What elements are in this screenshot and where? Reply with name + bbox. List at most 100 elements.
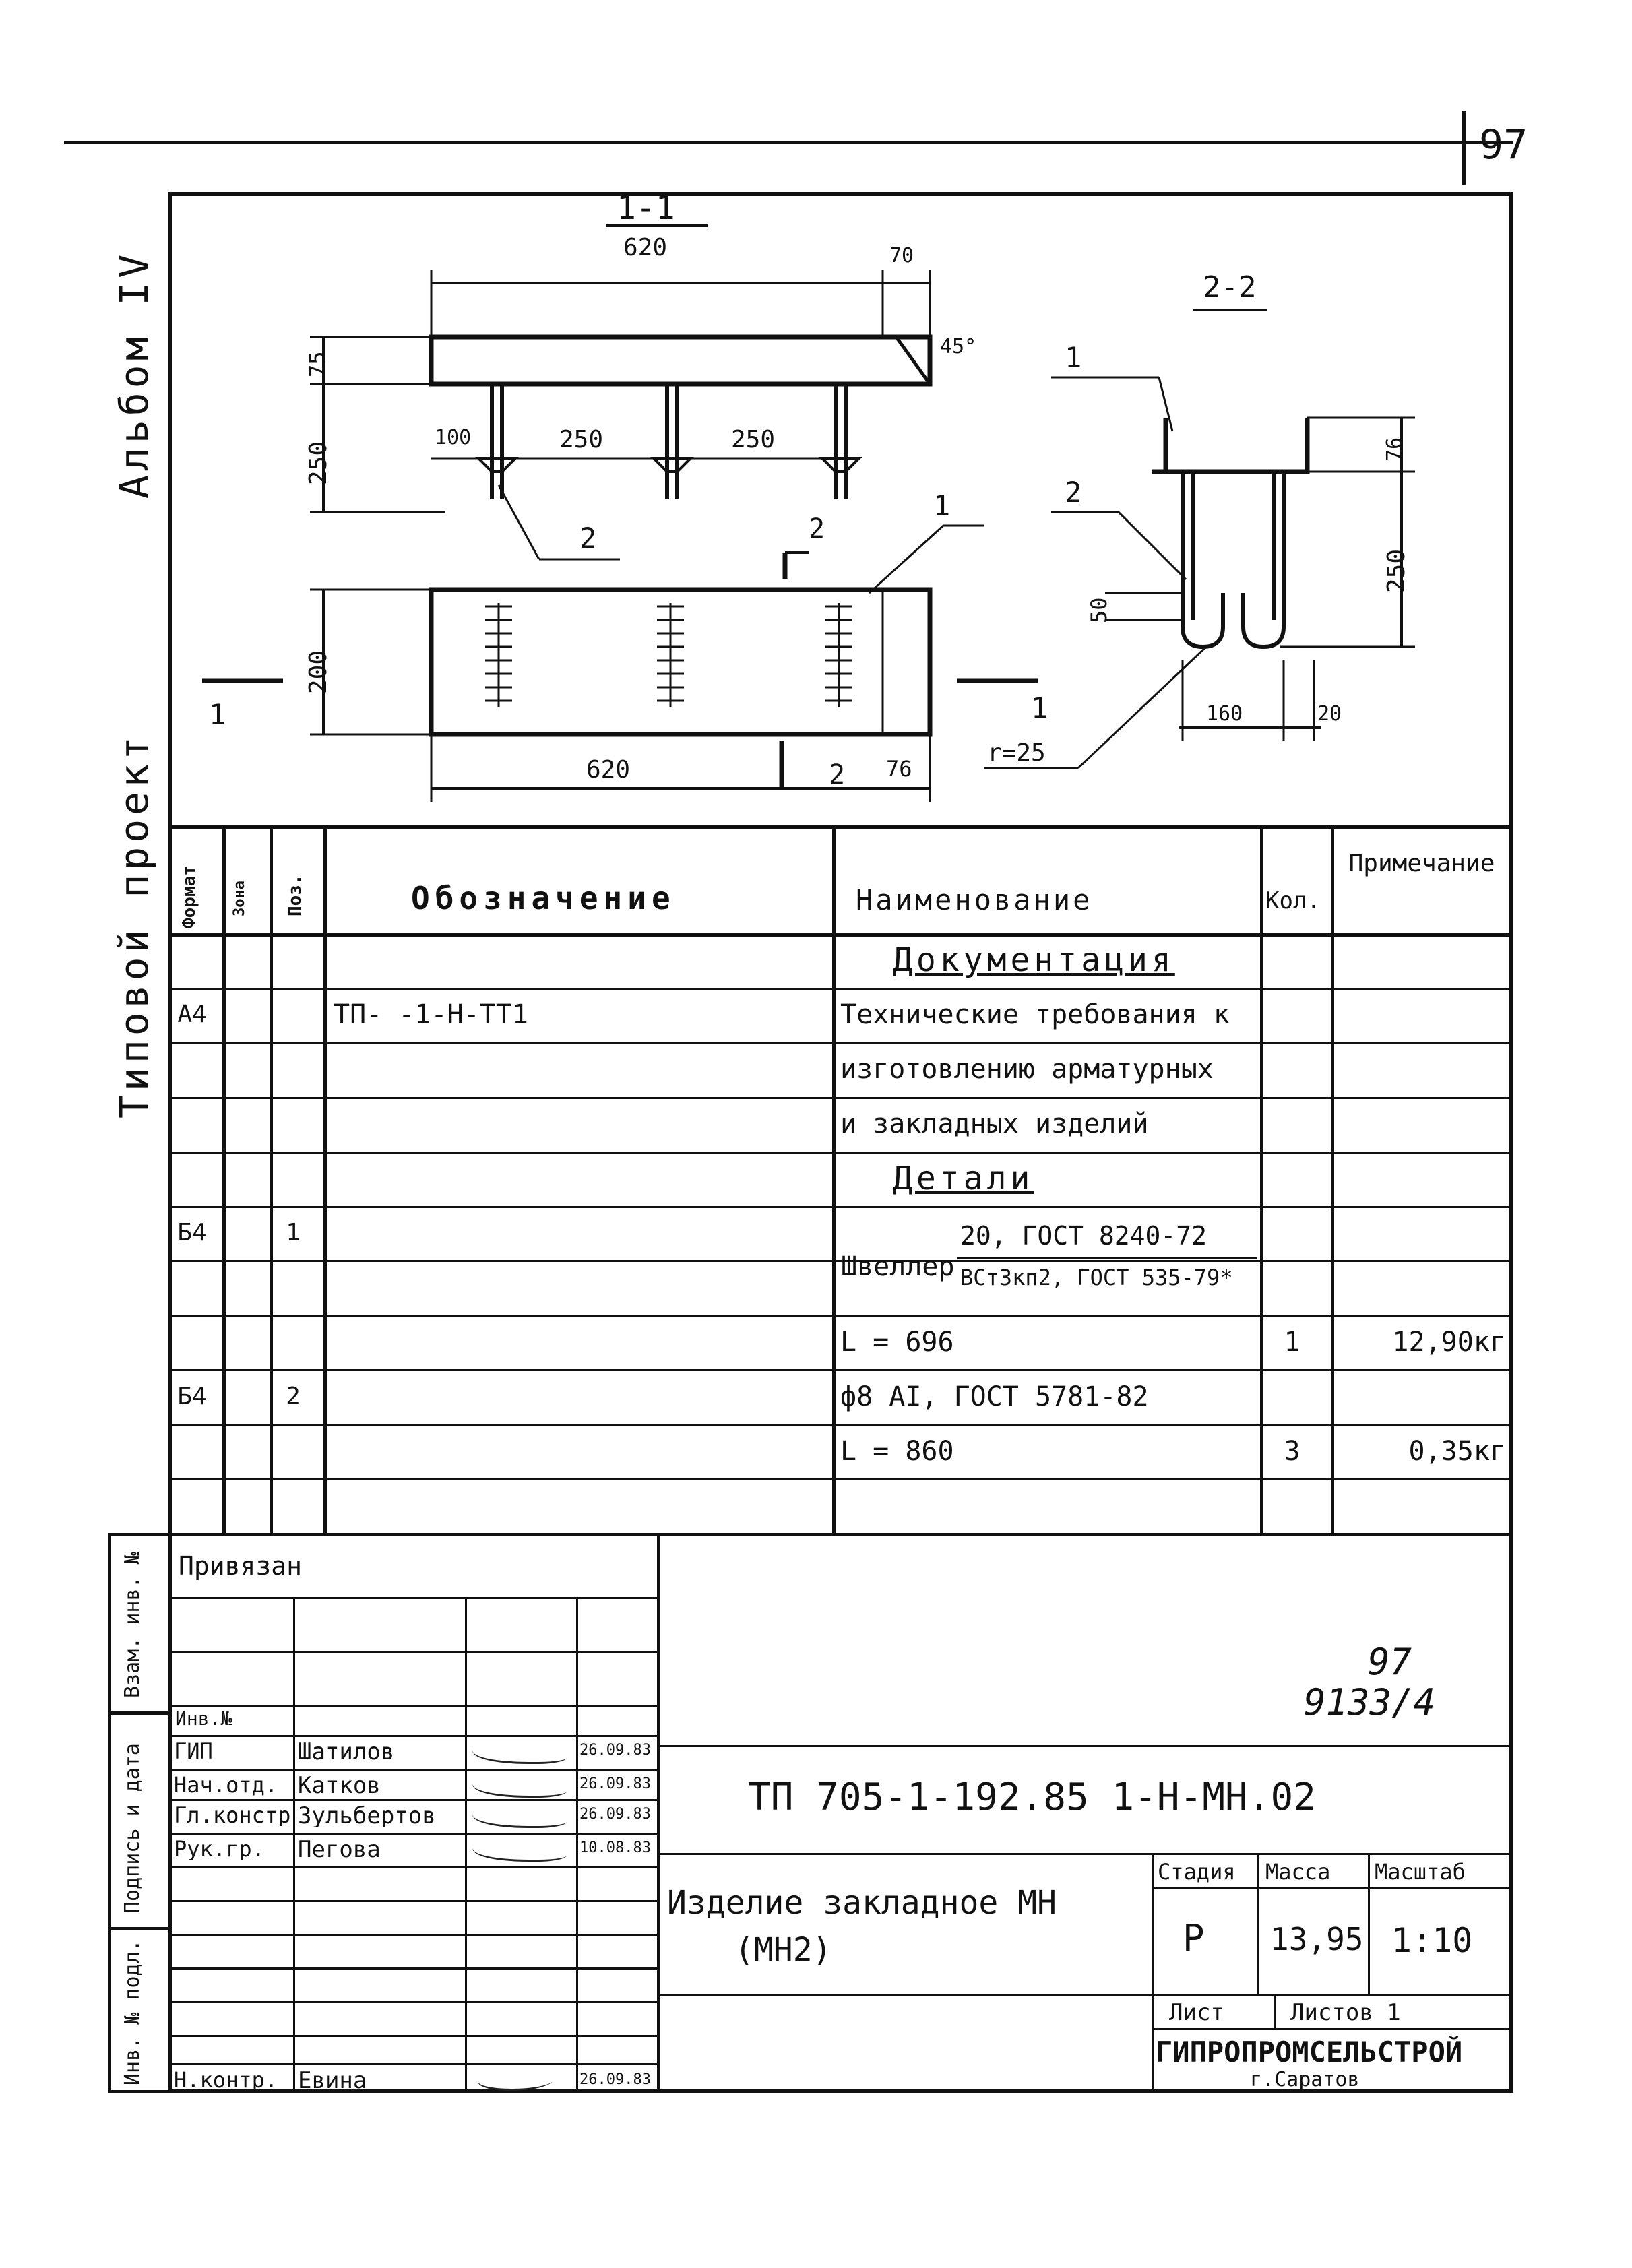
spec-row-line (168, 1369, 1513, 1371)
col-line-qty (1331, 825, 1334, 1533)
title-block-row-line (168, 1769, 657, 1771)
stage-header-line (1152, 1887, 1513, 1889)
dim-76-section: 76 (1383, 437, 1406, 462)
stage-col (1152, 1853, 1154, 2093)
position-2-label: 2 (579, 522, 597, 555)
mass-col (1257, 1853, 1259, 1994)
spec-cell-name: L = 696 (840, 1327, 954, 1358)
dim-620-bottom: 620 (586, 756, 631, 784)
spec-row-line (168, 1424, 1513, 1426)
staff-name: Пегова (298, 1838, 381, 1861)
position-1-label: 1 (933, 489, 951, 522)
tb-right-line (657, 1853, 1513, 1855)
dim-100: 100 (435, 426, 472, 449)
tb-col-a (293, 1597, 295, 2093)
spec-cell-name: ф8 АI, ГОСТ 5781-82 (840, 1381, 1149, 1412)
title-block-top (168, 1533, 1513, 1536)
spec-cell-note: 0,35кг (1408, 1436, 1507, 1467)
header-zone: Зона (231, 881, 248, 916)
spec-cell-name: L = 860 (840, 1436, 954, 1467)
spec-row-line (168, 1315, 1513, 1317)
spec-row-line (168, 988, 1513, 990)
shveller-fraction-bar (957, 1257, 1257, 1259)
shveller-steel: ВСт3кп2, ГОСТ 535-79* (960, 1265, 1233, 1290)
title-block-row-line (168, 1705, 657, 1707)
spec-cell-name: Технические требования к (840, 999, 1230, 1030)
spec-cell-format: Б4 (177, 1219, 207, 1247)
tb-col-b (465, 1597, 467, 2093)
staff-role: Рук.гр. (174, 1838, 265, 1860)
mass-label: Масса (1265, 1859, 1331, 1885)
anchor-bars (490, 384, 848, 499)
header-note: Примечание (1348, 850, 1495, 877)
shveller-profile: 20, ГОСТ 8240-72 (960, 1221, 1207, 1251)
spec-cell-name: Документация (893, 941, 1175, 979)
cut-1-left: 1 (209, 698, 226, 731)
title-block-row-line (168, 1900, 657, 1902)
staff-role: ГИП (174, 1740, 213, 1762)
staff-role: Нач.отд. (174, 1774, 278, 1796)
spec-row-line (168, 1042, 1513, 1044)
col-line-zone (270, 825, 273, 1533)
dim-250-a: 250 (559, 426, 604, 453)
col-line-designation (832, 825, 836, 1533)
sheet-number: 97 (1479, 121, 1528, 168)
angle-45: 45° (940, 335, 977, 358)
staff-date: 10.08.83 (579, 1841, 651, 1856)
position-1-section: 1 (1065, 341, 1082, 374)
top-rule (64, 141, 1513, 144)
dim-50: 50 (1086, 597, 1112, 623)
dim-76: 76 (886, 756, 912, 782)
scale-col (1368, 1853, 1370, 1994)
sheet-number-box (1462, 111, 1466, 185)
spec-row-line (168, 1152, 1513, 1154)
cut-1-right: 1 (1031, 691, 1048, 724)
radius-label: r=25 (987, 739, 1046, 767)
staff-name: Зульбертов (298, 1804, 436, 1827)
col-line-format (222, 825, 226, 1533)
spec-header-bottom (168, 933, 1513, 937)
position-2-section: 2 (1065, 476, 1082, 509)
side-label-podpis: Подпись и дата (121, 1743, 144, 1914)
anchor-loop (1181, 472, 1286, 650)
spec-cell-name: и закладных изделий (840, 1108, 1149, 1139)
staff-role: Гл.констр. (174, 1804, 292, 1826)
side-label-inv-podl: Инв. № подл. (121, 1939, 144, 2085)
scale-label: Масштаб (1375, 1859, 1466, 1885)
header-format: Формат (179, 865, 199, 928)
spec-cell-qty: 1 (1284, 1327, 1300, 1358)
staff-name: Катков (298, 1774, 381, 1797)
side-stamp-divider (108, 1711, 172, 1715)
kontr-date: 26.09.83 (579, 2073, 651, 2087)
section-2-title: 2-2 (1203, 270, 1257, 305)
spec-cell-format: А4 (177, 1001, 207, 1028)
sheets-col (1274, 1994, 1276, 2028)
spec-cell-designation: ТП- -1-Н-ТТ1 (334, 999, 528, 1030)
staff-date: 26.09.83 (579, 1807, 651, 1822)
item-name-line1: Изделие закладное МН (667, 1884, 1057, 1922)
stage-value: Р (1183, 1917, 1205, 1959)
dim-75: 75 (305, 351, 330, 377)
spec-cell-pos: 1 (286, 1219, 301, 1247)
dim-620-top: 620 (623, 234, 668, 261)
section-1-title: 1-1 (617, 189, 675, 227)
spec-row-line (168, 1097, 1513, 1099)
inv-no-label: Инв.№ (175, 1707, 232, 1730)
sheets-line (1152, 2028, 1513, 2030)
spec-table-top (168, 825, 1513, 829)
scale-value: 1:10 (1391, 1921, 1473, 1960)
header-designation: Обозначение (411, 880, 676, 916)
staff-date: 26.09.83 (579, 1777, 651, 1792)
title-block-row-line (168, 1799, 657, 1801)
spec-row-line (168, 1260, 1513, 1262)
organization-name: ГИПРОПРОМСЕЛЬСТРОЙ (1156, 2036, 1463, 2069)
technical-drawing (202, 224, 1415, 802)
privyazan-label: Привязан (179, 1551, 303, 1581)
dim-200: 200 (305, 650, 332, 694)
tb-right-line (657, 1994, 1513, 1996)
plate-side-view (429, 334, 933, 387)
plate-plan-view (429, 587, 933, 737)
organization-city: г.Саратов (1250, 2068, 1360, 2091)
document-designation: ТП 705-1-192.85 1-Н-МН.02 (748, 1775, 1316, 1819)
title-block-row-line (168, 1651, 657, 1653)
